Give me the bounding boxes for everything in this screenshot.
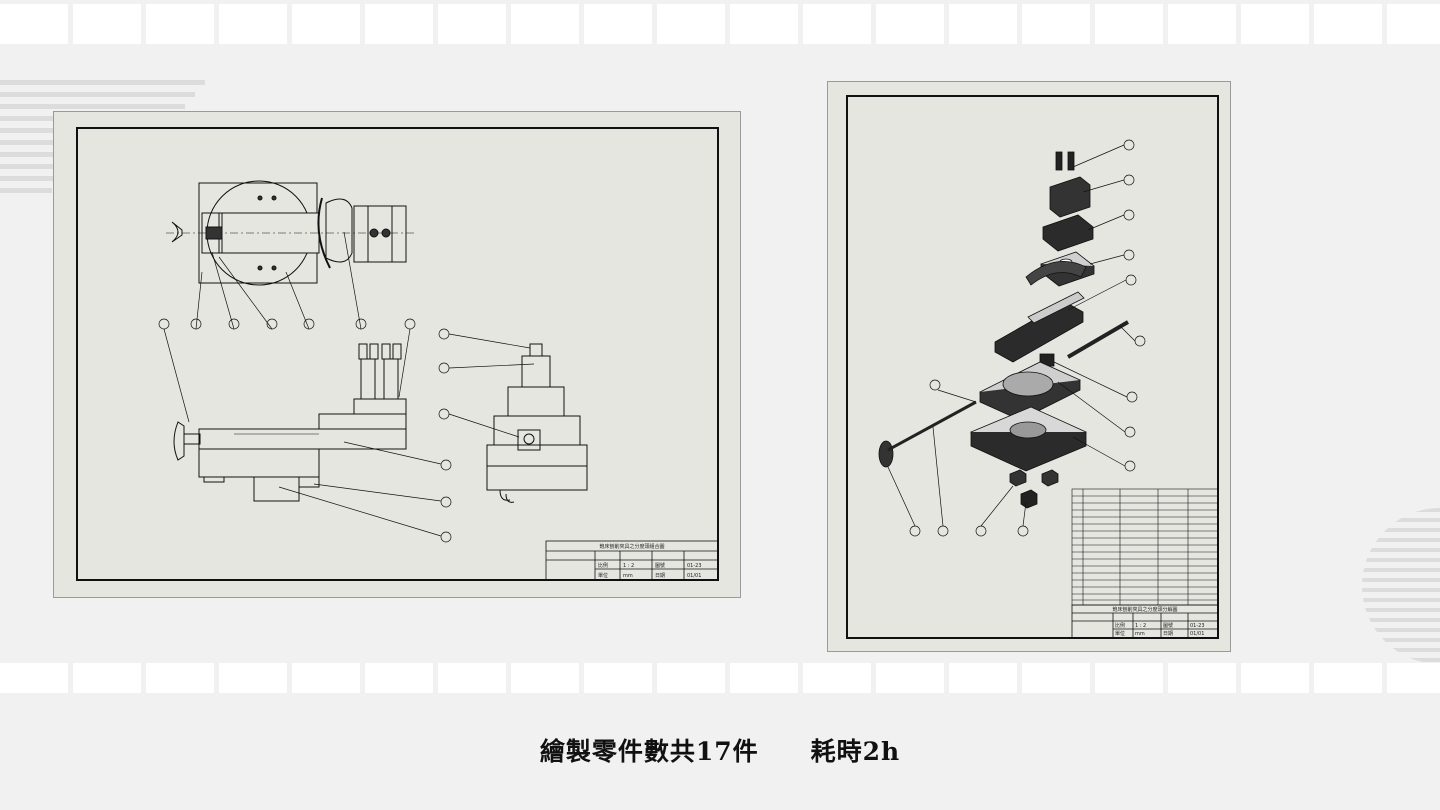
title-block-cell: 01/01 bbox=[1190, 631, 1204, 637]
decorative-tile bbox=[584, 663, 652, 693]
decorative-tile bbox=[73, 4, 141, 44]
part-balloons bbox=[158, 231, 535, 543]
decorative-stripes-right bbox=[1362, 508, 1440, 662]
decorative-tile bbox=[1095, 663, 1163, 693]
decorative-tile bbox=[438, 663, 506, 693]
decorative-tile bbox=[1387, 4, 1440, 44]
decorative-tile bbox=[0, 4, 68, 44]
decorative-tile bbox=[657, 4, 725, 44]
decorative-tile bbox=[657, 663, 725, 693]
decorative-tile bbox=[1022, 4, 1090, 44]
decorative-tile bbox=[1168, 663, 1236, 693]
part-balloons bbox=[887, 139, 1146, 537]
title-block bbox=[1071, 604, 1219, 639]
decorative-tile bbox=[1022, 663, 1090, 693]
exploded-drawing: 鉋床刨削夾具之分度頭分解圖 比例 1 : 2 圖號 01-23 單位 mm 日期… bbox=[846, 95, 1219, 639]
assembly-drawing: 鉋床刨削夾具之分度頭組合圖 比例 1 : 2 圖號 01-23 單位 mm 日期… bbox=[76, 127, 719, 581]
decorative-tile bbox=[1168, 4, 1236, 44]
title-block-cell: 比例 bbox=[1115, 622, 1125, 629]
side-view bbox=[486, 343, 588, 503]
title-block-cell: mm bbox=[1135, 631, 1145, 637]
decorative-tile bbox=[292, 663, 360, 693]
decorative-tile bbox=[146, 663, 214, 693]
title-block-title: 鉋床刨削夾具之分度頭組合圖 bbox=[599, 543, 664, 550]
decorative-tile bbox=[1241, 663, 1309, 693]
decorative-tile bbox=[511, 663, 579, 693]
decorative-tile bbox=[146, 4, 214, 44]
decorative-tile bbox=[949, 663, 1017, 693]
decorative-tile bbox=[1095, 4, 1163, 44]
decorative-tile bbox=[1387, 663, 1440, 693]
decorative-tile bbox=[292, 4, 360, 44]
decorative-tile bbox=[803, 4, 871, 44]
assembly-drawing-sheet: 鉋床刨削夾具之分度頭組合圖 比例 1 : 2 圖號 01-23 單位 mm 日期… bbox=[53, 111, 741, 598]
title-block-cell: 比例 bbox=[598, 562, 608, 569]
parts-list-table bbox=[1071, 488, 1219, 606]
front-view bbox=[173, 343, 407, 502]
bottom-tile-strip bbox=[0, 663, 1440, 693]
title-block-cell: 日期 bbox=[655, 573, 665, 579]
title-block-cell: 圖號 bbox=[1163, 622, 1173, 629]
title-block-cell: 圖號 bbox=[655, 562, 665, 569]
decorative-tile bbox=[876, 4, 944, 44]
decorative-tile bbox=[1314, 663, 1382, 693]
decorative-tile bbox=[73, 663, 141, 693]
drawing-border bbox=[846, 95, 1219, 639]
decorative-tile bbox=[949, 4, 1017, 44]
exploded-drawing-sheet: 鉋床刨削夾具之分度頭分解圖 比例 1 : 2 圖號 01-23 單位 mm 日期… bbox=[827, 81, 1231, 652]
decorative-tile bbox=[219, 663, 287, 693]
decorative-tile bbox=[0, 663, 68, 693]
title-block-cell: 日期 bbox=[1163, 631, 1173, 637]
title-block bbox=[545, 540, 719, 581]
decorative-tile bbox=[876, 663, 944, 693]
title-block-cell: 單位 bbox=[598, 572, 608, 579]
title-block-cell: mm bbox=[623, 573, 633, 579]
decorative-tile bbox=[1241, 4, 1309, 44]
decorative-tile bbox=[438, 4, 506, 44]
decorative-tile bbox=[365, 663, 433, 693]
top-tile-strip bbox=[0, 4, 1440, 44]
decorative-tile bbox=[511, 4, 579, 44]
title-block-cell: 單位 bbox=[1115, 630, 1125, 637]
decorative-tile bbox=[730, 4, 798, 44]
drawing-border bbox=[76, 127, 719, 581]
slide-caption: 繪製零件數共17件 耗時2h bbox=[539, 737, 901, 766]
decorative-tile bbox=[365, 4, 433, 44]
decorative-tile bbox=[803, 663, 871, 693]
decorative-tile bbox=[584, 4, 652, 44]
title-block-cell: 01/01 bbox=[687, 573, 701, 579]
decorative-tile bbox=[1314, 4, 1382, 44]
top-view bbox=[166, 180, 414, 286]
exploded-parts bbox=[878, 151, 1130, 509]
decorative-tile bbox=[730, 663, 798, 693]
title-block-cell: 1 : 2 bbox=[1135, 623, 1146, 629]
decorative-tile bbox=[219, 4, 287, 44]
title-block-cell: 01-23 bbox=[1190, 623, 1205, 629]
title-block-cell: 1 : 2 bbox=[623, 563, 634, 569]
title-block-cell: 01-23 bbox=[687, 563, 702, 569]
title-block-title: 鉋床刨削夾具之分度頭分解圖 bbox=[1112, 606, 1177, 613]
